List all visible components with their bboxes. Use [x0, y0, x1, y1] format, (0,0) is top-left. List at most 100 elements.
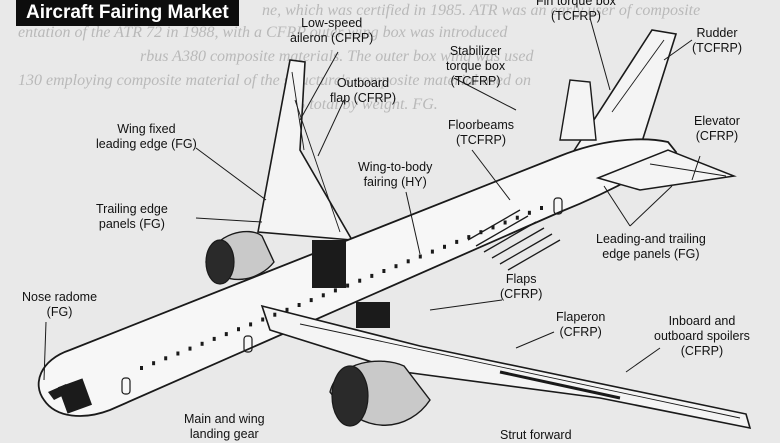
label-flaperon: Flaperon (CFRP)	[556, 310, 605, 340]
label-stabilizer-torque-box-line-1: Stabilizer	[449, 44, 502, 58]
upper-wing-spar-line	[291, 71, 305, 151]
background-text-line-5: % total by weight. FG.	[292, 96, 438, 113]
label-nose-radome-line-1: Nose radome	[22, 290, 98, 304]
cabin-window	[479, 230, 483, 235]
label-flaperon-line-2: (CFRP)	[559, 325, 602, 339]
label-outboard-flap-line-2: flap (CFRP)	[330, 91, 396, 105]
label-flaperon-line-1: Flaperon	[556, 310, 606, 324]
background-text-line-4: 130 employing composite material of the …	[18, 72, 531, 89]
label-nose-radome: Nose radome (FG)	[22, 290, 97, 320]
cabin-window	[176, 351, 180, 356]
background-text-line-1: ne, which was certified in 1985. ATR was…	[262, 2, 701, 19]
label-rudder-line-1: Rudder	[696, 26, 738, 40]
upper-wing	[257, 59, 354, 241]
cabin-window	[527, 210, 531, 215]
cabin-windows	[140, 206, 543, 370]
cabin-window	[467, 235, 471, 240]
label-floorbeams-line-2: (TCFRP)	[456, 133, 506, 147]
fuselage	[37, 138, 678, 417]
label-trailing-edge-panels-line-2: panels (FG)	[98, 217, 165, 231]
label-fin-torque-box-line-1: Fin torque box	[536, 0, 616, 8]
far-engine-intake	[205, 239, 235, 285]
cabin-window	[237, 327, 240, 332]
cabin-window	[297, 303, 301, 307]
label-low-speed-aileron: Low-speed aileron (CFRP)	[290, 16, 373, 46]
cabin-window	[418, 254, 422, 259]
label-wing-fixed-leading-edge: Wing fixed leading edge (FG)	[96, 122, 197, 152]
label-wing-to-body-fairing: Wing-to-body fairing (HY)	[358, 160, 432, 190]
label-stabilizer-torque-box-line-3: (TCFRP)	[450, 74, 501, 88]
label-fin-torque-box: Fin torque box (TCFRP)	[536, 0, 616, 24]
main-gear-door-panel	[356, 302, 390, 328]
label-outboard-flap: Outboard flap (CFRP)	[330, 76, 396, 106]
label-wing-fixed-leading-edge-line-2: leading edge (FG)	[96, 137, 197, 151]
label-trailing-edge-panels-line-1: Trailing edge	[96, 202, 168, 216]
label-low-speed-aileron-line-1: Low-speed	[301, 16, 363, 30]
cabin-window	[285, 307, 289, 312]
label-elevator-line-1: Elevator	[694, 114, 740, 128]
label-wing-to-body-fairing-line-2: fairing (HY)	[363, 175, 427, 189]
label-flaps: Flaps (CFRP)	[500, 272, 542, 302]
mid-door	[243, 335, 253, 353]
label-strut-forward: Strut forward	[500, 428, 572, 443]
cabin-window	[382, 269, 386, 273]
near-stabilizer	[595, 149, 737, 191]
cabin-window	[321, 293, 325, 298]
label-flaps-line-2: (CFRP)	[500, 287, 543, 301]
label-rudder: Rudder (TCFRP)	[692, 26, 742, 56]
cabin-window	[333, 288, 337, 293]
cabin-window	[140, 366, 143, 370]
label-nose-radome-line-2: (FG)	[46, 305, 73, 319]
label-stabilizer-torque-box-line-2: torque box	[446, 59, 506, 73]
label-leading-trailing-edge-panels: Leading-and trailing edge panels (FG)	[596, 232, 706, 262]
flaperon-mark	[499, 370, 621, 400]
cabin-window	[503, 220, 507, 225]
label-elevator-line-2: (CFRP)	[695, 129, 739, 143]
cabin-window	[443, 244, 446, 249]
label-low-speed-aileron-line-2: aileron (CFRP)	[290, 31, 374, 45]
cabin-window	[249, 322, 253, 327]
label-outboard-flap-line-1: Outboard	[336, 76, 390, 90]
cabin-window	[309, 298, 313, 303]
cabin-window	[358, 278, 362, 283]
cabin-window	[455, 239, 459, 244]
cabin-window	[406, 259, 410, 264]
label-wing-to-body-fairing-line-1: Wing-to-body	[358, 160, 433, 174]
cabin-window	[394, 264, 398, 269]
label-trailing-edge-panels: Trailing edge panels (FG)	[96, 202, 168, 232]
label-inboard-outboard-spoilers-line-2: outboard spoilers	[654, 329, 750, 343]
near-engine-intake	[331, 365, 369, 427]
label-floorbeams: Floorbeams (TCFRP)	[448, 118, 514, 148]
cabin-window	[515, 215, 519, 220]
rudder-line	[611, 39, 665, 113]
far-stabilizer	[559, 79, 597, 141]
label-elevator: Elevator (CFRP)	[694, 114, 740, 144]
rear-door	[553, 197, 563, 215]
label-inboard-outboard-spoilers-line-1: Inboard and	[668, 314, 736, 328]
label-floorbeams-line-1: Floorbeams	[448, 118, 514, 132]
lower-wing	[260, 304, 752, 430]
cabin-window	[152, 361, 156, 366]
cabin-window	[540, 206, 543, 210]
label-fin-torque-box-line-2: (TCFRP)	[550, 9, 601, 23]
label-main-wing-landing-gear-line-1: Main and wing	[184, 412, 265, 426]
cabin-window	[200, 341, 204, 346]
label-rudder-line-2: (TCFRP)	[692, 41, 742, 55]
cabin-window	[261, 317, 265, 322]
page-title: Aircraft Fairing Market	[16, 0, 239, 26]
label-inboard-outboard-spoilers-line-3: (CFRP)	[680, 344, 724, 358]
cabin-window	[346, 283, 350, 288]
cabin-window	[224, 332, 228, 337]
background-text-line-2: entation of the ATR 72 in 1988, with a C…	[18, 24, 508, 41]
lower-wing-flap-line	[299, 323, 741, 419]
cabin-window	[491, 225, 495, 230]
label-main-wing-landing-gear-line-2: landing gear	[189, 427, 259, 441]
label-flaps-line-1: Flaps	[505, 272, 537, 286]
cabin-window	[164, 356, 168, 361]
label-wing-fixed-leading-edge-line-1: Wing fixed	[117, 122, 176, 136]
label-main-wing-landing-gear: Main and wing landing gear	[184, 412, 265, 442]
wing-body-fairing-panel	[312, 240, 346, 288]
floorbeam-hatching	[467, 209, 561, 271]
